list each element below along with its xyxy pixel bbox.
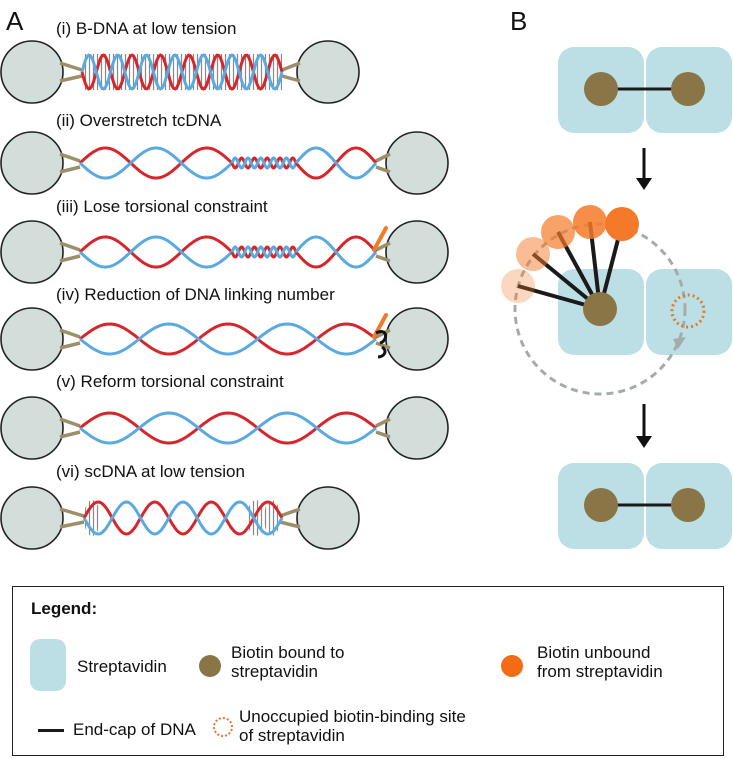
biotin-bound-icon xyxy=(199,655,221,677)
linker-right xyxy=(375,417,391,439)
end-cap-icon xyxy=(38,729,64,732)
linker-left xyxy=(59,241,81,263)
bead-left xyxy=(0,40,64,104)
biotin-bound-right xyxy=(671,488,705,522)
biotin-unbound-3 xyxy=(573,205,607,239)
bead-right xyxy=(296,40,360,104)
row-iii xyxy=(0,220,449,284)
panel-a-label: A xyxy=(6,6,24,36)
biotin-unbound-icon xyxy=(372,313,388,339)
legend-biotin-bound-line1: Biotin bound to xyxy=(231,643,345,662)
rotation-path-arrowhead xyxy=(673,337,686,349)
strand-red xyxy=(79,322,377,356)
step-label-ii: (ii) Overstretch tcDNA xyxy=(56,111,222,130)
linker-right xyxy=(375,241,391,263)
strand-blue-twisted xyxy=(230,245,298,259)
arrow-head xyxy=(636,436,652,448)
bead-right xyxy=(385,307,449,371)
strand-blue xyxy=(79,411,377,445)
legend-unoccupied-site-label: Unoccupied biotin-binding site of strept… xyxy=(239,707,466,745)
panel-a xyxy=(0,40,449,550)
legend-unoccupied-line2: of streptavidin xyxy=(239,726,345,745)
linker-right xyxy=(375,328,391,350)
bead-left xyxy=(0,486,64,550)
biotin-unbound-1 xyxy=(516,237,550,271)
strand-red xyxy=(79,411,377,445)
step-label-i: (i) B-DNA at low tension xyxy=(56,19,237,38)
linker-left xyxy=(59,417,81,439)
panel-b xyxy=(501,47,732,549)
biotin-bound-left xyxy=(584,488,618,522)
linker-right xyxy=(375,152,391,174)
legend-title: Legend: xyxy=(31,599,98,618)
unoccupied-site-icon xyxy=(213,717,233,737)
arrow-head xyxy=(636,178,652,190)
row-i xyxy=(0,40,360,104)
state-bound-bottom xyxy=(558,463,732,549)
bead-right xyxy=(385,131,449,195)
legend-streptavidin-label: Streptavidin xyxy=(77,657,167,676)
streptavidin-right xyxy=(646,269,732,355)
biotin-unbound-icon xyxy=(501,655,523,677)
unoccupied-site xyxy=(670,293,706,329)
step-label-vi: (vi) scDNA at low tension xyxy=(56,462,245,481)
legend-biotin-unbound-label: Biotin unbound from streptavidin xyxy=(537,643,663,681)
strand-blue-twisted xyxy=(230,156,298,170)
legend-biotin-unbound-line2: from streptavidin xyxy=(537,662,663,681)
rotation-arrow-icon xyxy=(375,330,387,359)
step-label-iv: (iv) Reduction of DNA linking number xyxy=(56,285,335,304)
legend-biotin-bound-label: Biotin bound to streptavidin xyxy=(231,643,344,681)
biotin-unbound-0 xyxy=(501,269,535,303)
legend-end-cap-label: End-cap of DNA xyxy=(73,720,196,739)
biotin-unbound-4 xyxy=(605,207,639,241)
bead-right xyxy=(385,396,449,460)
linker-left xyxy=(59,507,85,529)
linker-left xyxy=(59,328,81,350)
strand-red xyxy=(82,500,284,536)
biotin-unbound-icon xyxy=(372,226,388,252)
bead-left xyxy=(0,396,64,460)
diagram-canvas xyxy=(0,40,732,550)
legend-streptavidin-swatch xyxy=(30,639,66,691)
bead-right xyxy=(296,486,360,550)
strand-red xyxy=(78,146,234,180)
row-v xyxy=(0,396,449,460)
linker-right xyxy=(281,61,301,83)
linker-left xyxy=(59,61,83,83)
strand-blue-2 xyxy=(294,146,378,180)
strand-blue-2 xyxy=(294,235,378,269)
biotin-bound-left xyxy=(584,72,618,106)
bead-left xyxy=(0,131,64,195)
panel-b-label: B xyxy=(510,6,528,36)
strand-blue xyxy=(82,500,284,536)
bead-left xyxy=(0,307,64,371)
step-label-iii: (iii) Lose torsional constraint xyxy=(56,197,268,216)
legend-biotin-unbound-line1: Biotin unbound xyxy=(537,643,651,662)
bead-left xyxy=(0,220,64,284)
state-bound-top xyxy=(558,47,732,133)
row-iv xyxy=(0,307,449,371)
legend-biotin-bound-line2: streptavidin xyxy=(231,662,318,681)
legend-box: Legend: Streptavidin Biotin bound to str… xyxy=(12,586,724,756)
strand-blue xyxy=(78,235,234,269)
biotin-unbound-2 xyxy=(541,215,575,249)
strand-blue xyxy=(80,53,284,91)
step-label-v: (v) Reform torsional constraint xyxy=(56,372,284,391)
row-vi xyxy=(0,486,360,550)
strand-blue xyxy=(78,146,234,180)
strand-blue xyxy=(79,322,377,356)
biotin-bound-right xyxy=(671,72,705,106)
legend-unoccupied-line1: Unoccupied biotin-binding site xyxy=(239,707,466,726)
biotin-bound xyxy=(583,292,617,326)
linker-left xyxy=(59,152,81,174)
linker-right xyxy=(279,507,301,529)
state-rotating xyxy=(501,205,732,396)
row-ii xyxy=(0,131,449,195)
strand-red xyxy=(78,235,234,269)
bead-right xyxy=(385,220,449,284)
